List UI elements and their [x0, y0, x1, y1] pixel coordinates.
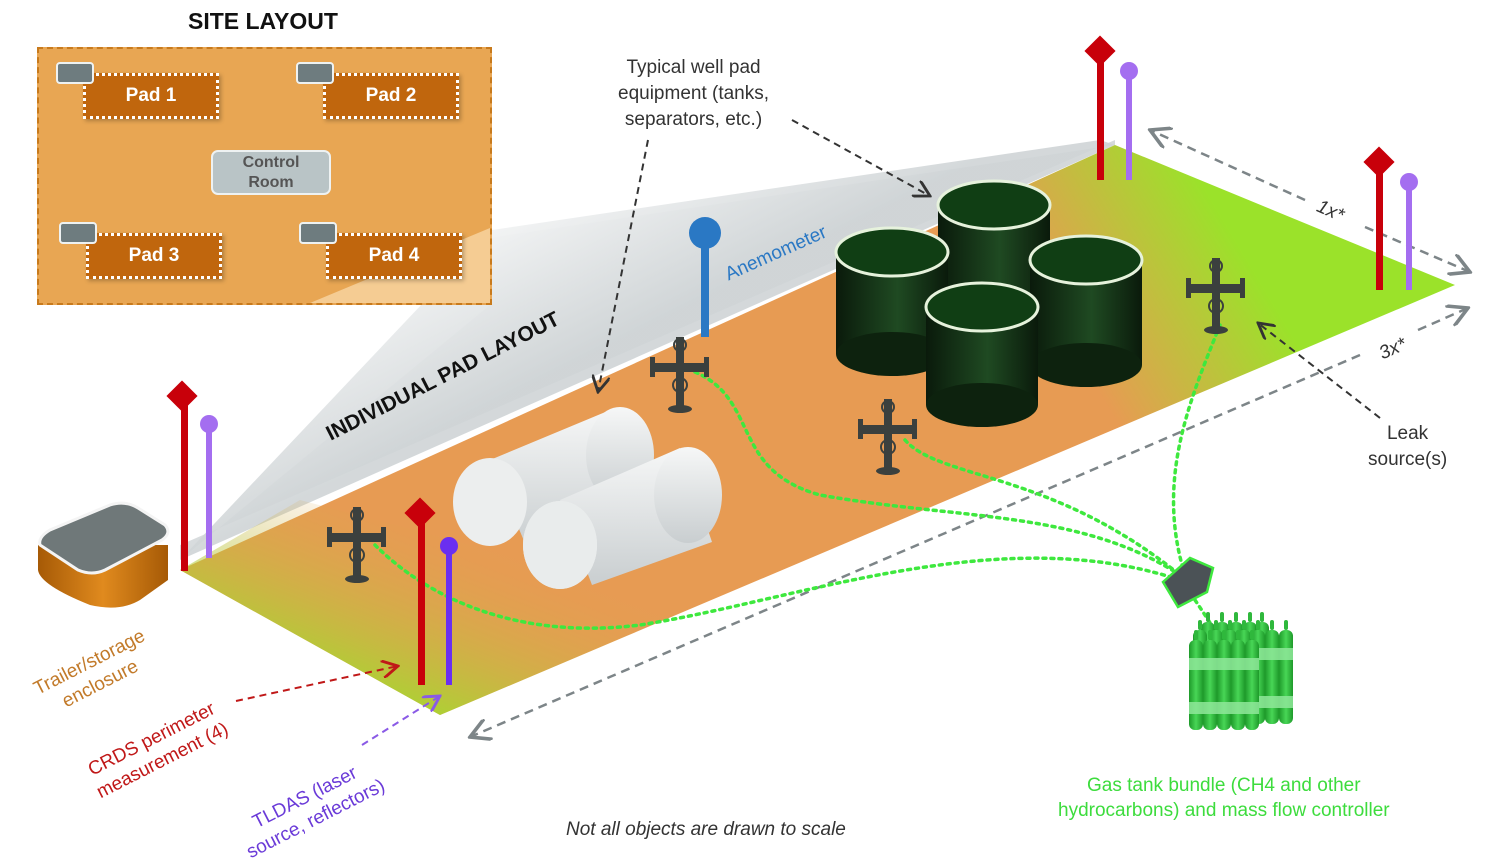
gas-cylinder-bundle-icon [1189, 612, 1293, 730]
gas-cylinder [1189, 630, 1203, 730]
tldas-mast-icon [200, 415, 218, 558]
gas-cylinder [1217, 630, 1231, 730]
storage-tank-right [1028, 234, 1144, 387]
dimension-arrow-short-a [1150, 130, 1306, 202]
leak-source-line-2: source(s) [1368, 449, 1448, 470]
gas-tank-callout: Gas tank bundle (CH4 and other hydrocarb… [1058, 773, 1390, 823]
control-room[interactable]: Control Room [211, 150, 331, 195]
site-pad-4[interactable]: Pad 4 [326, 233, 462, 279]
equipment-leader-tanks [791, 119, 930, 196]
wellhead-icon [327, 507, 386, 583]
gas-cylinder [1265, 620, 1279, 724]
anemometer-icon [689, 217, 721, 337]
pad-3-equipment-tag [59, 222, 97, 244]
equipment-leader-separators [598, 139, 649, 392]
crds-mast-icon [166, 380, 198, 571]
equipment-callout-line-1: Typical well pad [626, 57, 761, 78]
gas-cylinder [1203, 630, 1217, 730]
tldas-mast-icon [1120, 62, 1138, 180]
tldas-leader [361, 696, 440, 746]
wellhead-icon [858, 399, 917, 475]
tldas-mast-icon [440, 537, 458, 685]
equipment-callout: Typical well pad equipment (tanks, separ… [618, 55, 769, 133]
gas-cylinder [1279, 620, 1293, 724]
site-pad-3[interactable]: Pad 3 [86, 233, 222, 279]
site-pad-2[interactable]: Pad 2 [323, 73, 459, 119]
pad-platform-edge-glow [180, 500, 700, 715]
control-room-line-2: Room [248, 174, 294, 191]
gas-cylinder [1231, 630, 1245, 730]
gas-line-4 [1171, 323, 1222, 577]
wellhead-icon [650, 337, 709, 413]
storage-tank-front [924, 281, 1040, 427]
gas-line-2 [693, 370, 1182, 577]
pad-2-equipment-tag [296, 62, 334, 84]
crds-leader [235, 666, 398, 702]
site-layout-title: SITE LAYOUT [188, 8, 338, 34]
gas-cylinder [1245, 630, 1259, 730]
tldas-mast-icon [1400, 173, 1418, 290]
leak-leader [1258, 323, 1381, 419]
dimension-arrow-long-a [470, 353, 1361, 737]
site-pad-1[interactable]: Pad 1 [83, 73, 219, 119]
pad-4-equipment-tag [299, 222, 337, 244]
pad-1-equipment-tag [56, 62, 94, 84]
control-room-line-1: Control [242, 154, 300, 171]
separator-2 [523, 447, 722, 589]
leak-source-callout: Leak source(s) [1368, 421, 1447, 473]
leak-source-line-1: Leak [1386, 423, 1429, 444]
mass-flow-controller-icon [1161, 556, 1215, 609]
equipment-callout-line-3: separators, etc.) [624, 109, 763, 130]
dimension-arrow-long-b [1417, 308, 1468, 332]
wellhead-icon [1186, 258, 1245, 334]
crds-mast-icon [404, 497, 436, 685]
gas-tank-callout-line-2: hydrocarbons) and mass flow controller [1058, 800, 1390, 821]
equipment-callout-line-2: equipment (tanks, [618, 83, 770, 104]
gas-line-3 [903, 438, 1182, 577]
scale-disclaimer: Not all objects are drawn to scale [566, 819, 846, 840]
site-layout-panel: Pad 1 Pad 2 Control Room Pad 3 Pad 4 [37, 47, 492, 305]
trailer-enclosure-icon [38, 501, 170, 608]
gas-tank-callout-line-1: Gas tank bundle (CH4 and other [1087, 775, 1361, 796]
